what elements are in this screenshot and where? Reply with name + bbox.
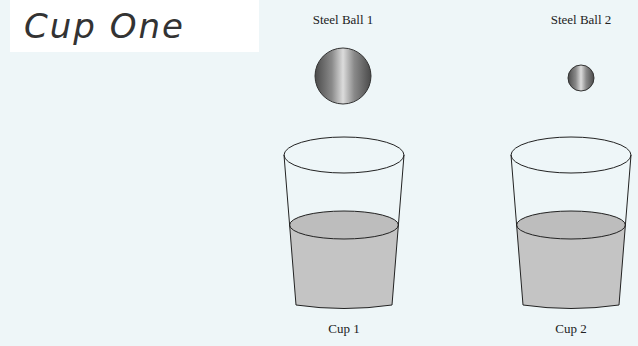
cup [511, 137, 631, 309]
cup-label: Cup 1 [328, 321, 359, 337]
title-box: Cup One [10, 0, 259, 52]
steel-ball [568, 65, 594, 91]
ball-label: Steel Ball 1 [313, 12, 374, 28]
ball-label: Steel Ball 2 [551, 12, 612, 28]
steel-ball [315, 48, 371, 104]
cup-label: Cup 2 [555, 321, 586, 337]
cup [284, 137, 404, 309]
handwritten-title: Cup One [24, 6, 245, 46]
